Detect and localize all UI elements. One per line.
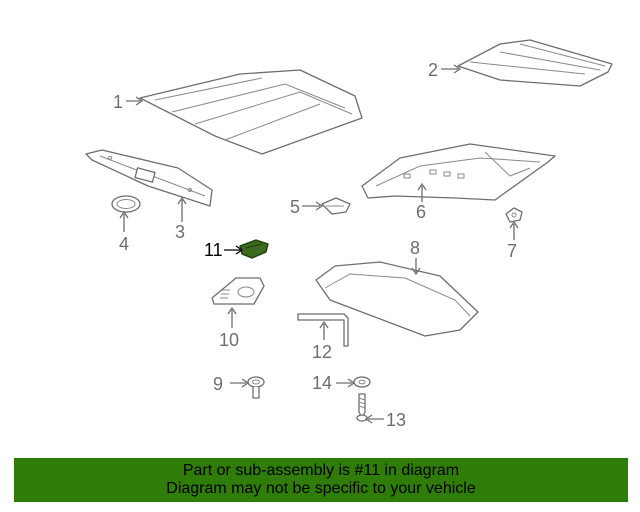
part-5-clip[interactable] (321, 197, 351, 215)
part-8-package-tray[interactable] (315, 261, 479, 337)
callout-11-label[interactable]: 11 (204, 240, 223, 260)
part-13-screw[interactable] (356, 393, 368, 422)
callout-1-label[interactable]: 1 (113, 92, 123, 112)
part-2-rear-roof-section[interactable] (457, 39, 613, 87)
callout-2-leader (441, 64, 462, 74)
callout-1-leader (126, 96, 144, 106)
callout-14-label[interactable]: 14 (312, 373, 332, 393)
part-10-cover[interactable] (211, 277, 265, 305)
callout-6-label[interactable]: 6 (416, 202, 426, 222)
callout-4-label[interactable]: 4 (119, 234, 129, 254)
part-4-lamp-lens[interactable] (111, 195, 141, 213)
banner-line-2: Diagram may not be specific to your vehi… (166, 480, 476, 497)
callout-12-leader (319, 320, 329, 340)
callout-7-label[interactable]: 7 (507, 241, 517, 261)
part-7-retainer[interactable] (505, 207, 523, 223)
callout-5-label[interactable]: 5 (290, 197, 300, 217)
callout-8-label[interactable]: 8 (410, 238, 420, 258)
callout-11-leader (224, 245, 244, 255)
callout-13-leader (364, 414, 384, 424)
callout-3-leader (177, 196, 187, 222)
callout-7-leader (509, 220, 519, 240)
banner-line-1: Part or sub-assembly is #11 in diagram (182, 462, 460, 479)
callout-5-leader (302, 201, 324, 211)
callout-9-label[interactable]: 9 (213, 374, 223, 394)
callout-14-leader (336, 378, 356, 388)
info-banner: Part or sub-assembly is #11 in diagram D… (14, 458, 628, 502)
callout-13-label[interactable]: 13 (386, 410, 406, 430)
callout-2-label[interactable]: 2 (428, 60, 438, 80)
part-6-side-trim-panel[interactable] (361, 143, 556, 201)
part-11-highlighted-component[interactable] (239, 239, 269, 259)
part-12-bracket[interactable] (297, 313, 349, 347)
callout-8-leader (411, 258, 421, 276)
part-3-header-rail[interactable] (85, 149, 213, 207)
callout-3-label[interactable]: 3 (175, 222, 185, 242)
callout-4-leader (119, 210, 129, 232)
callout-10-label[interactable]: 10 (219, 330, 239, 350)
part-9-grommet[interactable] (247, 376, 265, 399)
part-11-body[interactable] (239, 239, 269, 259)
callout-10-leader (227, 306, 237, 328)
callout-6-leader (417, 182, 427, 202)
part-1-roof-panel[interactable] (139, 69, 363, 155)
callout-12-label[interactable]: 12 (312, 342, 332, 362)
callout-9-leader (230, 378, 250, 388)
part-14-washer[interactable] (353, 376, 371, 388)
